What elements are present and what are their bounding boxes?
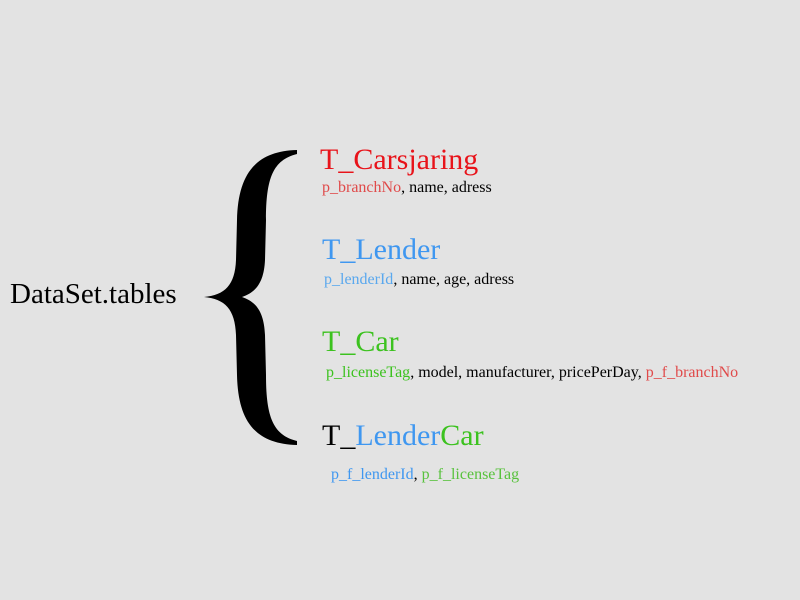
text-segment: p_f_lenderId <box>331 466 414 483</box>
text-segment: , name, age, adress <box>393 271 515 288</box>
table-fields-lender: p_lenderId, name, age, adress <box>324 270 514 290</box>
table-fields-lendercar: p_f_lenderId, p_f_licenseTag <box>331 465 519 485</box>
text-segment: T_Car <box>322 325 399 358</box>
text-segment: p_licenseTag <box>326 364 411 381</box>
text-segment: T_Lender <box>322 233 441 266</box>
table-fields-carsjaring: p_branchNo, name, adress <box>322 178 492 198</box>
text-segment: T_Carsjaring <box>320 143 479 176</box>
text-segment: Lender <box>355 419 441 452</box>
text-segment: p_f_branchNo <box>645 364 739 381</box>
text-segment: p_branchNo <box>322 179 402 196</box>
table-title-lender: T_Lender <box>322 233 440 267</box>
curly-brace-icon <box>204 150 297 445</box>
table-title-lendercar: T_LenderCar <box>322 419 484 453</box>
table-title-car: T_Car <box>322 325 399 359</box>
table-fields-car: p_licenseTag, model, manufacturer, price… <box>326 363 738 383</box>
text-segment: T_ <box>322 419 356 452</box>
text-segment: p_f_licenseTag <box>421 466 520 483</box>
text-segment: , name, adress <box>401 179 492 196</box>
text-segment: , <box>413 466 422 483</box>
text-segment: , model, manufacturer, pricePerDay, <box>410 364 646 381</box>
dataset-tables-label: DataSet.tables <box>10 278 177 310</box>
table-title-carsjaring: T_Carsjaring <box>320 143 478 177</box>
text-segment: p_lenderId <box>324 271 394 288</box>
text-segment: Car <box>440 419 484 452</box>
